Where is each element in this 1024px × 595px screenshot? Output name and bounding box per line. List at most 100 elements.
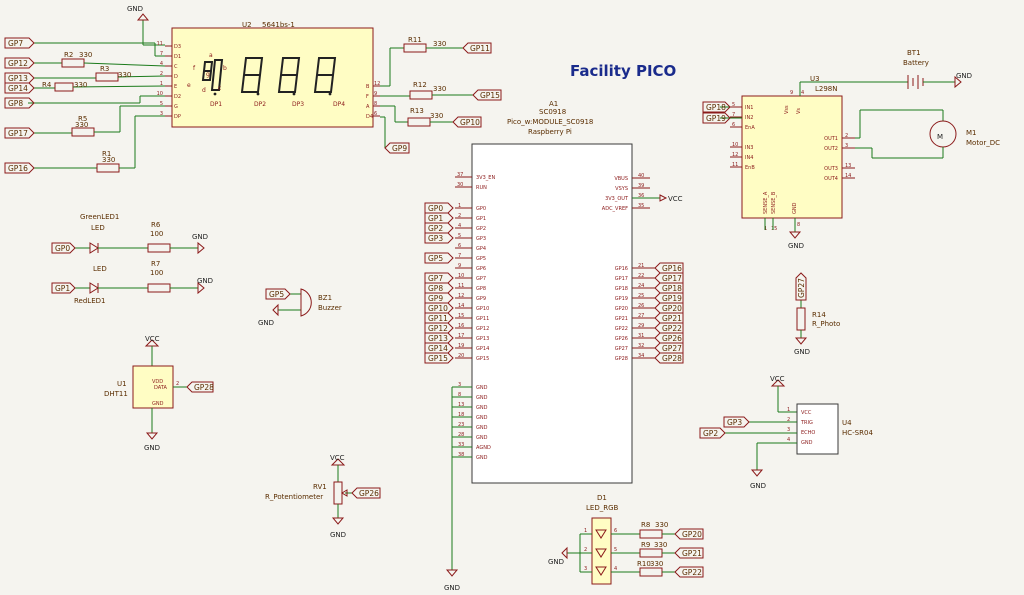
pot-vcc: VCC xyxy=(330,454,345,462)
pico-label-right: GP22 xyxy=(654,322,684,334)
dht-label: GP28 xyxy=(186,381,214,393)
pico-maker: Raspberry Pi xyxy=(528,128,572,136)
seg-label-gp11-text: GP11 xyxy=(470,44,490,53)
seg-label-4: GP8 xyxy=(4,97,35,109)
l298n-body xyxy=(741,95,843,219)
pico-pin-num: 9 xyxy=(458,263,461,269)
seg-letter-b: b xyxy=(223,65,227,72)
pico-label-left-text: GP0 xyxy=(428,204,443,213)
pico-label-left-text: GP10 xyxy=(428,304,448,313)
potentiometer-circuit: VCC GND RV1 R_Potentiometer xyxy=(265,454,352,539)
seg-label-1-text: GP12 xyxy=(8,59,28,68)
battery-gnd: GND xyxy=(956,72,972,80)
gnd-symbol xyxy=(136,13,150,21)
l298n-pin-name: IN3 xyxy=(745,145,753,151)
gnd-label: GND xyxy=(127,5,143,13)
l298n-label: GP19 xyxy=(702,112,731,124)
pico-pin-name: 3V3_EN xyxy=(476,175,495,181)
dht-vcc: VCC xyxy=(145,335,160,343)
seven-seg-pin-name: B xyxy=(366,84,370,90)
buzzer-circuit: BZ1 Buzzer GND xyxy=(258,288,342,327)
seven-seg-pin-num: 2 xyxy=(160,71,163,77)
pico-label-left: GP13 xyxy=(424,332,454,344)
seg-letter-d: d xyxy=(202,87,206,94)
seven-seg-pin-num: 11 xyxy=(157,41,163,47)
seven-seg-pin-name: D4 xyxy=(366,114,373,120)
hcsr04-label-echo-text: GP2 xyxy=(703,429,718,438)
pico-pin-name: GND xyxy=(476,395,488,401)
seven-seg-pin-name: DP xyxy=(174,114,181,120)
hcsr04-pin-num: 1 xyxy=(787,407,790,413)
svg-text:M: M xyxy=(937,133,943,141)
buzzer-value: Buzzer xyxy=(318,304,342,312)
pico-label-left: GP7 xyxy=(424,272,454,284)
pico-pin-num: 28 xyxy=(458,432,464,438)
l298n-label: GP18 xyxy=(702,101,731,113)
digit-label-4: DP4 xyxy=(333,101,345,108)
hcsr04-vcc: VCC xyxy=(770,375,785,383)
r4-val: 330 xyxy=(74,81,87,89)
pico-pin-name: GP18 xyxy=(615,286,628,292)
pico-pin-name: GP21 xyxy=(615,316,628,322)
l298n-pin-name: OUT1 xyxy=(824,136,838,142)
pico-pin-name: GND xyxy=(476,405,488,411)
r12-val: 330 xyxy=(433,85,446,93)
hcsr04-label-trig-text: GP3 xyxy=(727,418,742,427)
r7-val: 100 xyxy=(150,269,163,277)
seg-label-1: GP12 xyxy=(4,57,35,69)
pico-power-wiring: VCC GND xyxy=(444,194,683,592)
pico-label-right: GP28 xyxy=(654,352,684,364)
pico-label-left-text: GP3 xyxy=(428,234,443,243)
l298n-pin-num: 10 xyxy=(732,142,738,148)
seg-label-2-text: GP13 xyxy=(8,74,28,83)
pico-pin-name: ADC_VREF xyxy=(602,206,628,212)
pico-pin-num: 12 xyxy=(458,293,464,299)
seven-seg-pin-num: 6 xyxy=(374,111,377,117)
l298n-label-text: GP19 xyxy=(706,114,726,123)
pico-label-left: GP8 xyxy=(424,282,454,294)
buzzer-ref: BZ1 xyxy=(318,294,332,302)
pico-pin-name: GP22 xyxy=(615,326,628,332)
pico-label-left-text: GP13 xyxy=(428,334,448,343)
pico-pin-name: GP12 xyxy=(476,326,489,332)
pico-pin-name: GP2 xyxy=(476,226,486,232)
dht-gnd: GND xyxy=(144,444,160,452)
seg-label-6: GP16 xyxy=(4,162,35,174)
pico-label-right-text: GP22 xyxy=(662,324,682,333)
hcsr04-pin-num: 2 xyxy=(787,417,790,423)
pico-pin-num: 29 xyxy=(638,323,644,329)
pico-pin-name: GP20 xyxy=(615,306,628,312)
seg-label-gp15: GP15 xyxy=(472,89,502,101)
pico-label-left-text: GP2 xyxy=(428,224,443,233)
pico-vcc: VCC xyxy=(668,195,683,203)
pico-pin-name: VBUS xyxy=(614,176,628,182)
r6-val: 100 xyxy=(150,230,163,238)
l298n-label-text: GP18 xyxy=(706,103,726,112)
rgb-gnd: GND xyxy=(548,558,564,566)
digit-glyphs xyxy=(201,57,337,96)
pico-label-left-text: GP1 xyxy=(428,214,443,223)
l298n-pin-name: IN4 xyxy=(745,155,753,161)
rgb-label: GP22 xyxy=(674,566,704,578)
pico-pin-num: 19 xyxy=(458,343,464,349)
pico-ref: A1 xyxy=(549,100,558,108)
l298n-pin-name: IN1 xyxy=(745,105,753,111)
l298n-pin-1: 1 xyxy=(764,226,767,232)
dht-gndpin: GND xyxy=(152,401,164,407)
hcsr04-ref: U4 xyxy=(842,419,852,427)
red-led-val: LED xyxy=(93,265,107,273)
seven-seg-body xyxy=(171,27,374,128)
r13-val: 330 xyxy=(430,112,443,120)
green-led-val: LED xyxy=(91,224,105,232)
pot-label: GP26 xyxy=(351,487,381,499)
pico-pin-num: 7 xyxy=(458,253,461,259)
pico-label-left-text: GP5 xyxy=(428,254,443,263)
l298n-value: L298N xyxy=(815,85,838,93)
pico-pin-name: VSYS xyxy=(615,186,628,192)
seg-label-3: GP14 xyxy=(4,82,35,94)
pico-pin-name: 3V3_OUT xyxy=(605,196,629,202)
pico-pin-num: 8 xyxy=(458,392,461,398)
pico-label-left-text: GP12 xyxy=(428,324,448,333)
pico-pin-name: GP19 xyxy=(615,296,628,302)
pico-label-right: GP17 xyxy=(654,272,684,284)
